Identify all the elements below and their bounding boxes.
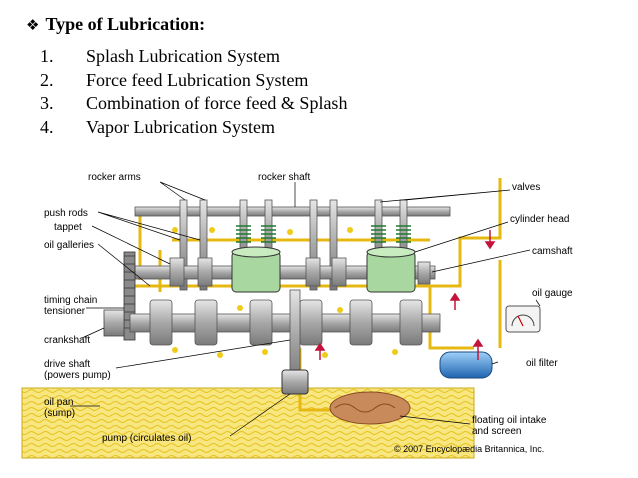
label-oil-pan-2: (sump)	[44, 408, 75, 419]
label-timing-chain: timing chain	[44, 295, 97, 306]
engine-lubrication-diagram: rocker arms rocker shaft valves push rod…	[21, 172, 573, 459]
label-pump: pump (circulates oil)	[102, 433, 191, 444]
label-crankshaft: crankshaft	[44, 335, 90, 346]
crankshaft-gear	[103, 309, 125, 337]
valve-springs	[236, 225, 411, 243]
label-drive-shaft: drive shaft	[44, 359, 90, 370]
oil-gauge	[505, 305, 541, 333]
label-oil-gauge: oil gauge	[532, 288, 573, 299]
floating-oil-intake	[329, 391, 411, 425]
oil-pump	[281, 369, 309, 395]
label-oil-galleries: oil galleries	[44, 240, 94, 251]
diamond-bullet-icon: ❖	[26, 15, 40, 34]
label-cylinder-head: cylinder head	[510, 214, 569, 225]
label-oil-filter: oil filter	[526, 358, 558, 369]
pistons	[231, 246, 416, 293]
list-item: 4.Vapor Lubrication System	[40, 116, 275, 137]
heading-title: Type of Lubrication:	[45, 14, 206, 34]
label-rocker-shaft: rocker shaft	[258, 172, 310, 183]
rocker-shaft	[134, 206, 451, 217]
leader-lines	[70, 181, 541, 437]
label-tappet: tappet	[54, 222, 82, 233]
list-item: 1.Splash Lubrication System	[40, 46, 280, 66]
list-item: 3.Combination of force feed & Splash	[40, 93, 348, 113]
list-item: 2.Force feed Lubrication System	[40, 69, 309, 90]
oil-drops	[172, 227, 398, 358]
label-floating-oil-intake-2: and screen	[472, 426, 521, 437]
flow-arrows	[314, 230, 496, 360]
drive-shaft	[289, 289, 301, 381]
label-oil-pan: oil pan	[44, 397, 73, 408]
copyright-text: © 2007 Encyclopædia Britannica, Inc.	[394, 444, 544, 454]
lubrication-types-list: 1.Splash Lubrication System 2.Force feed…	[40, 46, 347, 140]
label-floating-oil-intake: floating oil intake	[472, 415, 547, 426]
label-push-rods: push rods	[44, 208, 88, 219]
label-rocker-arms: rocker arms	[88, 172, 141, 183]
label-camshaft: camshaft	[532, 246, 573, 257]
oil-lines	[130, 178, 502, 412]
crankshaft	[129, 313, 441, 333]
label-drive-shaft-2: (powers pump)	[44, 370, 111, 381]
label-timing-chain-2: tensioner	[44, 306, 86, 317]
oil-filter	[439, 351, 493, 379]
section-heading: ❖ Type of Lubrication:	[26, 14, 205, 35]
label-valves: valves	[512, 182, 540, 193]
